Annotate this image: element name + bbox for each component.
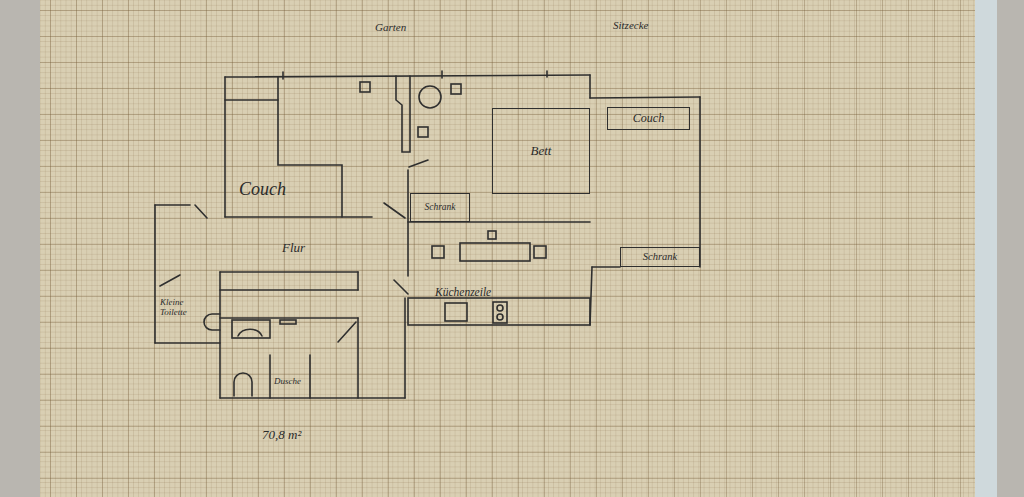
furniture-label: Schrank	[643, 251, 677, 263]
room-label: Couch	[239, 180, 286, 200]
room-label: Dusche	[274, 377, 301, 387]
room-label: Kleine Toilette	[160, 298, 206, 318]
furniture-box: Schrank	[410, 193, 470, 222]
furniture-label: Bett	[531, 144, 552, 158]
furniture-box: Bett	[492, 108, 590, 194]
furniture-label: Schrank	[424, 202, 455, 212]
graph-paper	[40, 0, 975, 497]
room-label: Sitzecke	[613, 19, 648, 31]
furniture-label: Couch	[633, 112, 664, 125]
furniture-box: Schrank	[620, 247, 700, 267]
paper-edge	[975, 0, 997, 497]
room-label: Flur	[282, 241, 305, 255]
room-label: Küchenzeile	[435, 286, 491, 299]
furniture-box: Couch	[607, 107, 690, 130]
room-label: 70,8 m²	[262, 428, 301, 442]
room-label: Garten	[375, 21, 406, 33]
